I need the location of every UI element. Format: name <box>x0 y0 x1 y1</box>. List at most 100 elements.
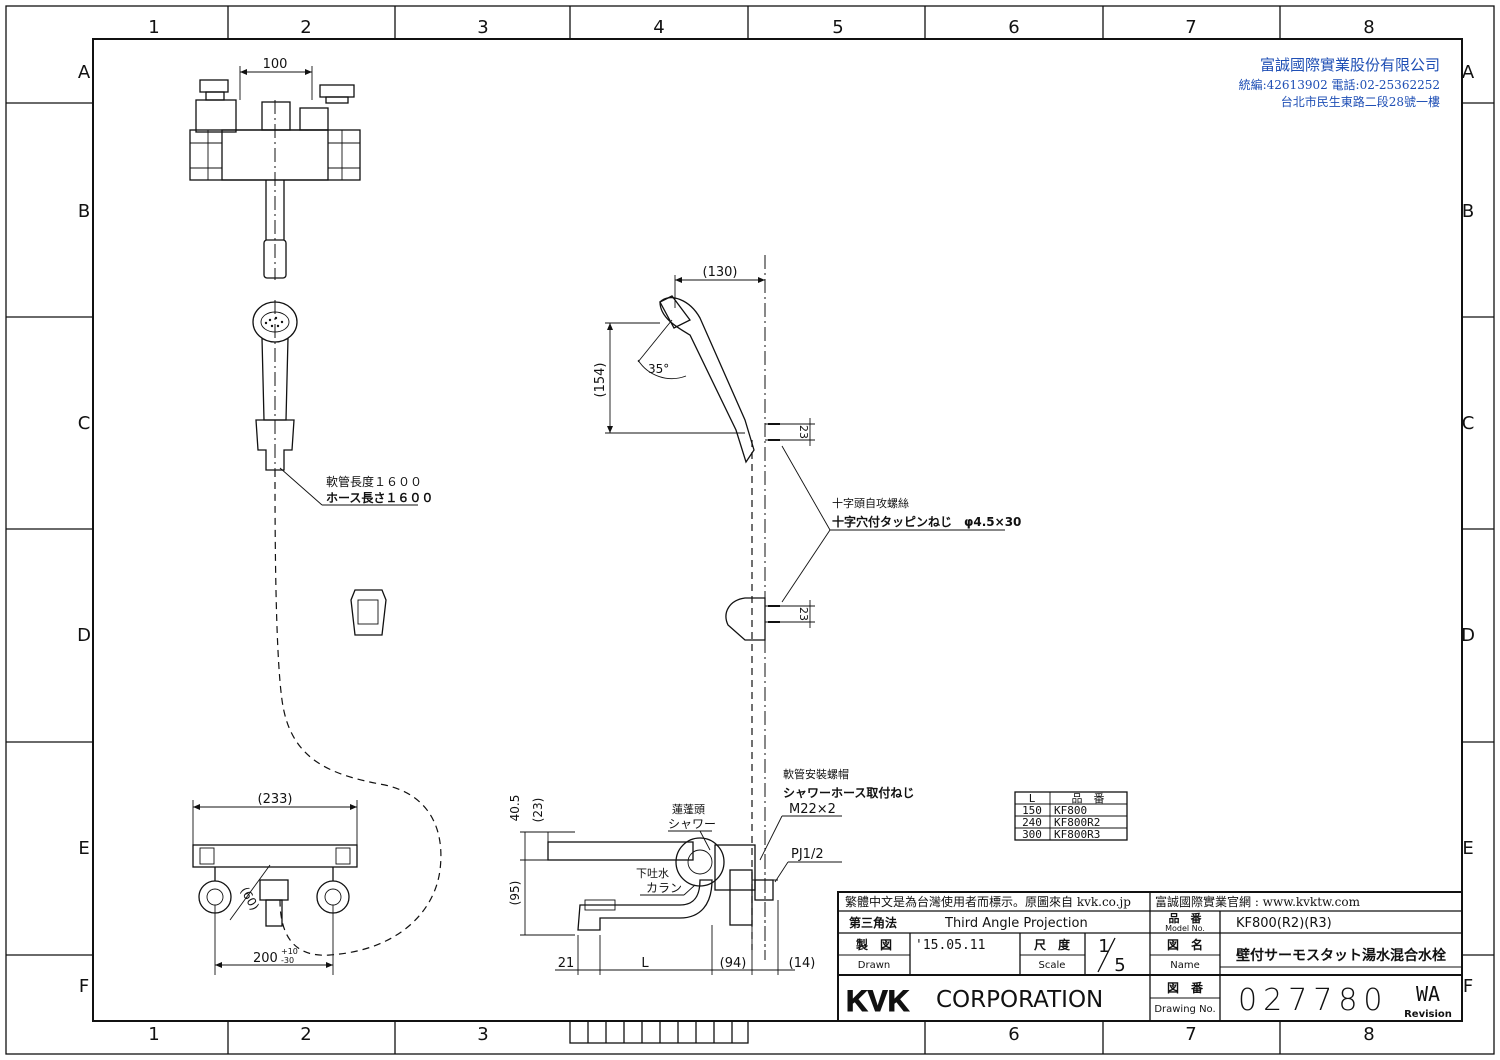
shower-head-side: (130) (154) 35° 23 <box>593 255 815 960</box>
row-label: C <box>1462 413 1475 434</box>
revision-code: WA <box>1416 982 1440 1006</box>
dim-side-95: (95) <box>508 881 522 906</box>
row-label: D <box>1461 625 1475 646</box>
company-name: 富誠國際實業股份有限公司 <box>1260 56 1440 74</box>
model-table: L 品 番 150 KF800 240 KF800R2 300 KF800R3 <box>1014 791 1128 841</box>
col-label: 4 <box>653 17 664 38</box>
table-cell: KF800R2 <box>1054 816 1100 829</box>
website-text: 富誠國際實業官網 : www.kvktw.com <box>1155 894 1361 909</box>
row-labels: A B C D E F A B C D E F <box>77 62 1475 997</box>
dim-side-40-5: 40.5 <box>508 795 522 822</box>
model-label-zh: 品 番 <box>1169 911 1203 925</box>
scale-num: 1 <box>1098 936 1109 957</box>
model-label-en: Model No. <box>1165 924 1205 933</box>
screw-zh: 十字頭自攻螺絲 <box>832 496 909 510</box>
bottom-dims: 21 L (94) (14) <box>555 900 815 975</box>
dim-hook-gap-1: 23 <box>797 425 810 439</box>
hose-length-jp: ホース長さ１６００ <box>326 490 433 505</box>
col-label: 5 <box>832 17 843 38</box>
dim-side-23: (23) <box>531 798 545 823</box>
row-label: E <box>78 838 89 859</box>
table-cell: KF800 <box>1054 804 1087 817</box>
outer-frame <box>5 5 1495 1055</box>
name-label-zh: 図 名 <box>1167 937 1203 952</box>
col-label: 8 <box>1363 1024 1374 1045</box>
kvk-logo: KVK <box>846 985 910 1018</box>
front-view-mixer: (233) 200 +10 -30 (60) <box>192 792 358 975</box>
col-label: 2 <box>300 1024 311 1045</box>
spout-jp: カラン <box>646 881 682 895</box>
screw-callout: 十字頭自攻螺絲 十字穴付タッピンねじ φ4.5×30 <box>781 445 1021 603</box>
table-cell: 300 <box>1022 828 1042 841</box>
screw-jp: 十字穴付タッピンねじ φ4.5×30 <box>832 514 1021 529</box>
dim-front-60: (60) <box>237 885 261 913</box>
wall-holder-front <box>350 589 387 636</box>
scale-label-en: Scale <box>1039 960 1066 971</box>
projection-zh: 第三角法 <box>849 915 897 930</box>
row-label: B <box>78 201 90 222</box>
table-header: 品 番 <box>1072 792 1105 805</box>
dim-angle: 35° <box>648 362 669 376</box>
col-label: 1 <box>148 17 159 38</box>
dim-shower-width: (130) <box>703 265 738 280</box>
dim-front-width: (233) <box>258 792 293 807</box>
col-label: 3 <box>477 17 488 38</box>
side-view-labels: 蓮蓬頭 シャワー 下吐水 カラン 軟管安裝螺帽 シャワーホース取付ねじ M22×… <box>636 767 914 896</box>
col-label: 1 <box>148 1024 159 1045</box>
notice-text: 繁體中文是為台灣使用者而標示。原圖來自 kvk.co.jp <box>845 894 1131 909</box>
table-cell: 150 <box>1022 804 1042 817</box>
table-header: L <box>1029 792 1036 805</box>
col-label: 6 <box>1008 1024 1019 1045</box>
shower-head-front <box>252 300 298 471</box>
inner-frame <box>92 38 1463 1022</box>
col-label: 7 <box>1185 1024 1196 1045</box>
company-header: 富誠國際實業股份有限公司 統編:42613902 電話:02-25362252 … <box>1239 56 1440 109</box>
spout-zh: 下吐水 <box>636 867 669 880</box>
row-label: B <box>1462 201 1474 222</box>
corporation-text: CORPORATION <box>936 987 1103 1013</box>
row-label: E <box>1462 838 1473 859</box>
hose-length-zh: 軟管長度１６００ <box>326 474 422 489</box>
dim-front-200-tol-lower: -30 <box>281 956 294 965</box>
zone-ticks <box>6 6 1494 1054</box>
hose-length-callout: 軟管長度１６００ ホース長さ１６００ <box>279 467 433 506</box>
drawing-no: 027780 <box>1238 983 1389 1018</box>
wall-hook-side: 23 <box>725 597 815 641</box>
row-label: D <box>77 625 91 646</box>
drawing-label-en: Drawing No. <box>1154 1004 1215 1015</box>
column-labels-top: 1 2 3 4 5 6 7 8 <box>148 17 1374 38</box>
dim-shower-height: (154) <box>593 363 608 398</box>
row-label: C <box>78 413 91 434</box>
row-label: F <box>79 976 89 997</box>
col-label: 2 <box>300 17 311 38</box>
col-label: 3 <box>477 1024 488 1045</box>
dim-front-200-tol-upper: +10 <box>281 947 298 956</box>
pipe-thread: PJ1/2 <box>791 847 824 862</box>
drawn-label-en: Drawn <box>858 960 890 971</box>
drawing-label-zh: 図 番 <box>1167 980 1204 995</box>
hose-nut-jp: シャワーホース取付ねじ <box>783 785 914 800</box>
hose-nut-zh: 軟管安裝螺帽 <box>783 767 849 781</box>
col-label: 8 <box>1363 17 1374 38</box>
row-label: F <box>1463 976 1473 997</box>
title-block: 繁體中文是為台灣使用者而標示。原圖來自 kvk.co.jp 富誠國際實業官網 :… <box>837 891 1463 1022</box>
col-label: 6 <box>1008 17 1019 38</box>
drawn-label-zh: 製 図 <box>855 937 892 952</box>
dim-hook-gap-2: 23 <box>797 607 810 621</box>
col-label: 7 <box>1185 17 1196 38</box>
dim-bottom-94: (94) <box>720 956 747 971</box>
hose-nut-size: M22×2 <box>789 802 836 817</box>
scale-label-zh: 尺 度 <box>1034 937 1071 952</box>
dim-top-width: 100 <box>263 57 288 72</box>
name-value: 壁付サーモスタット湯水混合水栓 <box>1236 947 1446 964</box>
company-contact: 統編:42613902 電話:02-25362252 <box>1239 77 1440 92</box>
dim-front-200: 200 <box>253 951 278 966</box>
centering-scale <box>569 1020 749 1044</box>
top-view-mixer: 100 <box>189 57 361 280</box>
drawn-date: '15.05.11 <box>915 938 985 953</box>
shower-jp: シャワー <box>668 817 716 831</box>
hose-path <box>274 469 442 956</box>
dim-bottom-21: 21 <box>558 956 575 971</box>
table-cell: 240 <box>1022 816 1042 829</box>
